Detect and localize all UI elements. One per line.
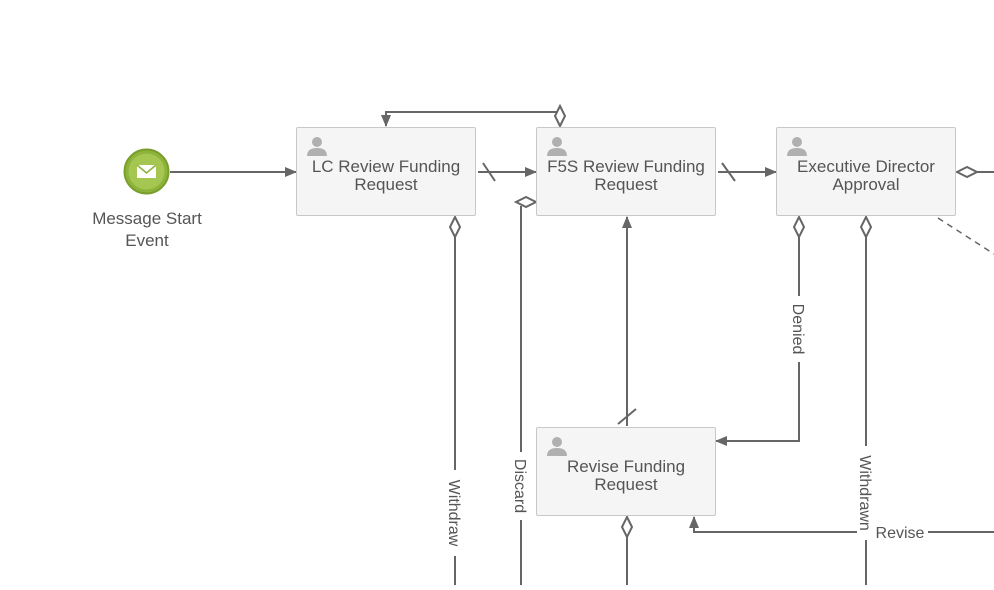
flow-label-withdraw: Withdraw (445, 480, 462, 547)
default-flow-slash (617, 408, 637, 425)
task-f5s-review[interactable]: F5S Review Funding Request (536, 127, 716, 216)
user-icon (787, 137, 807, 156)
default-flow-slash (721, 162, 736, 182)
association-line (937, 217, 994, 255)
conditional-diamond (620, 514, 634, 540)
task-revise-funding[interactable]: Revise Funding Request (536, 427, 716, 516)
flow-label-discard: Discard (511, 459, 528, 513)
conditional-diamond (954, 165, 980, 179)
message-start-event[interactable] (123, 148, 170, 195)
task-executive-approval[interactable]: Executive Director Approval (776, 127, 956, 216)
flow-exec-denied[interactable] (715, 236, 800, 446)
flow-revise-from-right[interactable] (689, 516, 994, 533)
flow-f5s-to-lc[interactable] (381, 111, 561, 127)
user-icon (307, 137, 327, 156)
task-label: F5S Review Funding Request (547, 157, 705, 194)
conditional-diamond (448, 214, 462, 240)
conditional-diamond (513, 195, 539, 209)
default-flow-slash (482, 162, 496, 182)
task-label: LC Review Funding Request (311, 157, 461, 194)
conditional-diamond (792, 214, 806, 240)
flow-label-withdrawn: Withdrawn (856, 455, 873, 531)
user-icon (547, 437, 567, 456)
user-icon (547, 137, 567, 156)
task-lc-review[interactable]: LC Review Funding Request (296, 127, 476, 216)
task-label: Executive Director Approval (797, 157, 935, 194)
conditional-diamond (859, 214, 873, 240)
envelope-icon (123, 148, 170, 195)
conditional-diamond (553, 103, 567, 129)
start-event-label: Message Start Event (92, 209, 202, 250)
task-label: Revise Funding Request (566, 457, 686, 494)
flow-label-denied: Denied (789, 304, 806, 355)
flow-label-revise: Revise (876, 525, 925, 542)
